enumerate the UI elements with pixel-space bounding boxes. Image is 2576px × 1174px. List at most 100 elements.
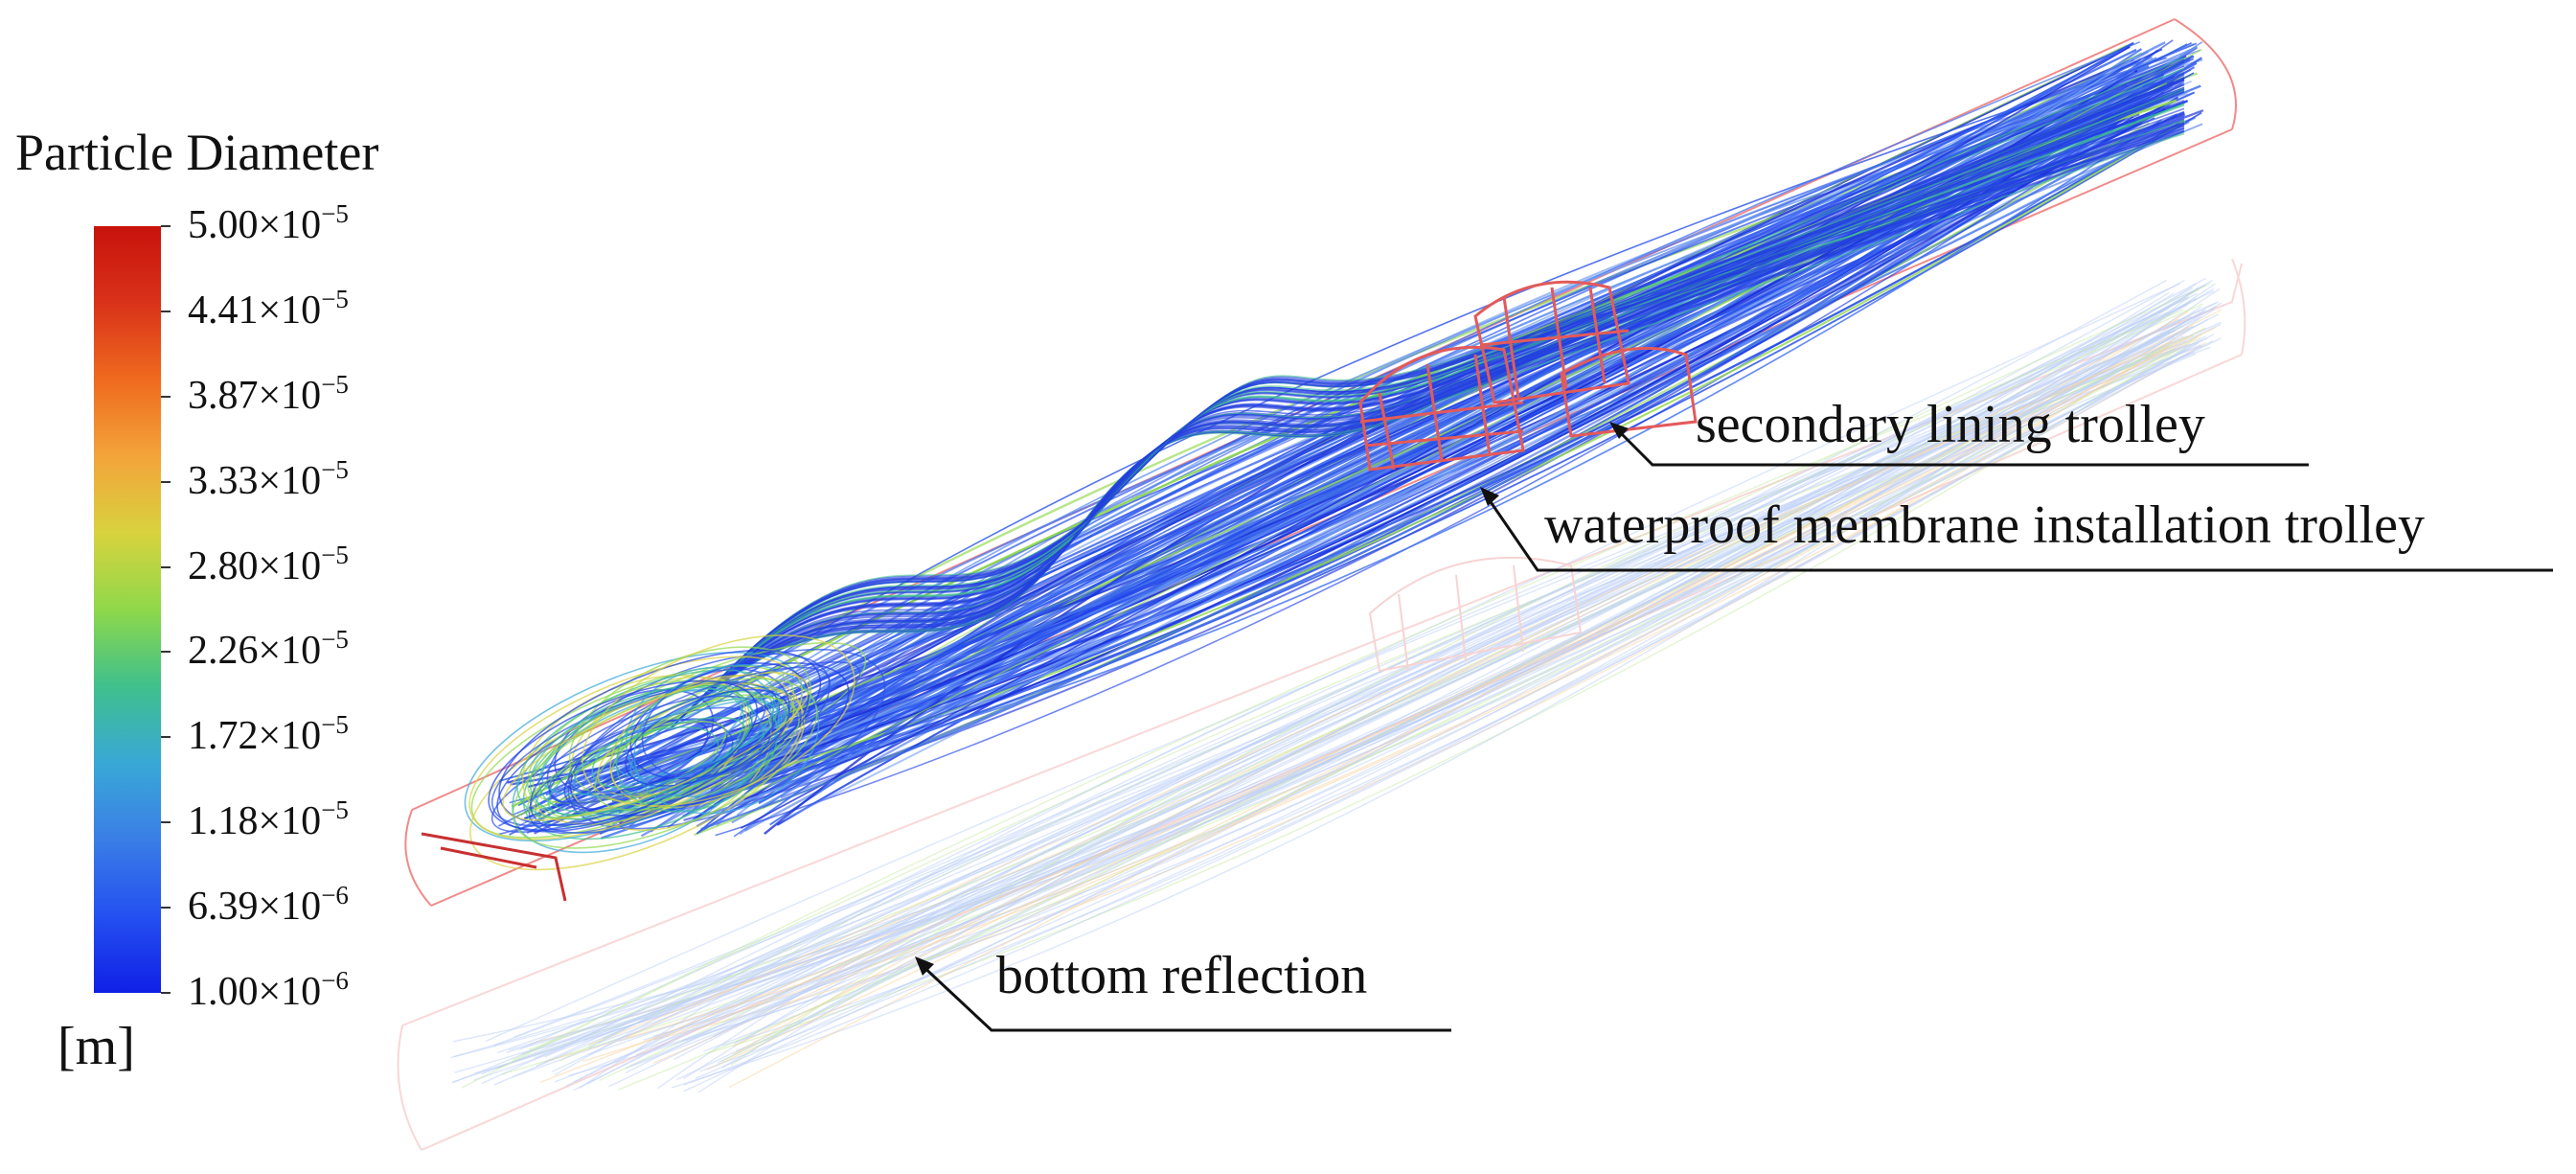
- reflection-streamline: [652, 284, 2207, 1041]
- reflection-streamline: [734, 323, 2222, 1045]
- tick-mantissa: 2.80×10: [188, 543, 322, 588]
- vortex-streamline: [547, 716, 746, 817]
- reflection-streamline: [568, 287, 2200, 1077]
- reflection-streamline: [512, 309, 2207, 1078]
- bottom-reflection-leader: [918, 961, 1451, 1032]
- reflection-streamline: [452, 316, 2202, 1083]
- waterproof-membrane-arrowhead: [1480, 487, 1499, 506]
- reflection-streamline: [534, 279, 2185, 1059]
- reflection-streamline: [497, 306, 2218, 1054]
- reflection-streamline: [565, 329, 2177, 1088]
- streamline: [643, 72, 2195, 820]
- reflection-streamline: [657, 346, 2211, 1090]
- reflection-streamline: [626, 340, 2173, 1039]
- reflection-trolley: [1368, 556, 1583, 673]
- reflection-streamline: [461, 309, 2184, 1089]
- reflection-streamline: [685, 337, 2222, 1042]
- legend-tick-mark: [161, 395, 171, 398]
- reflection-streamline: [528, 327, 2206, 1050]
- reflection-streamline: [730, 283, 2211, 1066]
- vortex-streamline: [498, 649, 822, 826]
- reflection-streamline: [703, 283, 2197, 1052]
- vortex-streamline: [609, 675, 804, 809]
- reflection-streamline: [626, 330, 2176, 1073]
- reflection-streamline: [493, 343, 2201, 1047]
- legend-tick-mark: [161, 821, 171, 824]
- vortex-streamline: [594, 696, 800, 812]
- streamline: [743, 96, 2179, 800]
- tick-mantissa: 1.00×10: [188, 970, 322, 1014]
- streamline: [715, 116, 2141, 837]
- legend-unit: [m]: [57, 1017, 135, 1076]
- tick-exponent: −5: [321, 199, 349, 228]
- reflection-streamline: [717, 313, 2220, 1064]
- reflection-streamline: [643, 279, 2213, 1041]
- label-bottom-reflection: bottom reflection: [996, 946, 1368, 1005]
- reflection-streamline: [539, 334, 2195, 1084]
- reflection-streamline: [653, 325, 2195, 1041]
- reflection-streamline: [653, 335, 2206, 1049]
- vortex-streamline: [625, 688, 790, 787]
- reflection-streamline: [706, 336, 2201, 1070]
- legend-tick-mark: [161, 651, 171, 654]
- annotation-arrowheads: [915, 422, 1629, 976]
- bottom-reflection-tunnel: [397, 258, 2246, 1151]
- vortex-streamline: [567, 666, 831, 794]
- legend-tick-label: 1.00×10−6: [188, 968, 349, 1014]
- reflection-streamline: [529, 311, 2189, 1045]
- tick-exponent: −5: [321, 284, 349, 313]
- streamline: [688, 88, 2185, 711]
- reflection-streamline: [449, 349, 2186, 1059]
- vortex-streamline: [616, 684, 779, 813]
- reflection-streamline: [474, 321, 2186, 1074]
- reflection-streamline: [588, 318, 2179, 1047]
- reflection-streamline: [733, 326, 2217, 1047]
- legend-tick-mark: [161, 736, 171, 739]
- streamline: [756, 119, 2162, 778]
- tick-exponent: −6: [321, 966, 349, 995]
- reflection-streamline: [551, 292, 2199, 1073]
- annotation-leaders: [918, 425, 2553, 1032]
- streamline: [577, 121, 2190, 788]
- reflection-streamline: [653, 306, 2201, 1037]
- legend-tick-label: 1.18×10−5: [188, 797, 349, 844]
- reflection-streamline: [676, 301, 2192, 1081]
- reflection-streamline: [512, 350, 2173, 1061]
- reflection-streamline: [598, 330, 2171, 1044]
- tick-mantissa: 5.00×10: [188, 203, 322, 247]
- reflection-streamline: [683, 291, 2170, 1093]
- vortex-streamline: [528, 721, 734, 835]
- reflection-streamline: [618, 349, 2176, 1091]
- reflection-streamline: [720, 345, 2167, 1063]
- reflection-streamline: [683, 342, 2199, 1086]
- vortex-streamline: [502, 672, 809, 821]
- tunnel-face: [421, 832, 567, 902]
- legend-tick-mark: [161, 225, 171, 227]
- recirculation-vortex: [464, 634, 886, 871]
- vortex-streamline: [641, 668, 790, 779]
- reflection-streamline: [699, 352, 2190, 1072]
- streamline: [720, 125, 2185, 679]
- waterproof-membrane-trolley: [1358, 345, 1525, 472]
- tick-mantissa: 2.26×10: [188, 629, 322, 674]
- tick-exponent: −5: [321, 795, 349, 825]
- legend-tick-mark: [161, 565, 171, 568]
- reflection-streamline: [721, 288, 2221, 1047]
- streamline: [627, 41, 2166, 802]
- reflection-streamline: [587, 303, 2174, 1056]
- legend-tick-label: 2.26×10−5: [188, 627, 349, 674]
- streamline: [675, 112, 2185, 724]
- legend-tick-mark: [161, 907, 171, 909]
- tick-mantissa: 3.33×10: [188, 458, 322, 503]
- reflection-streamline: [619, 283, 2216, 1043]
- reflection-streamline: [495, 287, 2194, 1070]
- legend-tick-label: 6.39×10−6: [188, 883, 349, 928]
- tick-exponent: −5: [321, 369, 349, 399]
- secondary-lining-arrowhead: [1609, 422, 1629, 439]
- color-scale-bar: [94, 226, 161, 993]
- reflection-streamline: [587, 321, 2223, 1085]
- legend-title: Particle Diameter: [15, 124, 379, 181]
- tick-mantissa: 1.18×10: [188, 799, 322, 844]
